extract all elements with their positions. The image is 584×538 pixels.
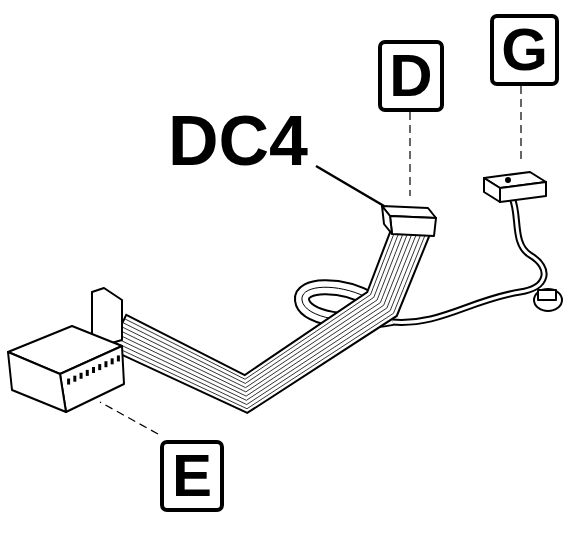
connector-pin bbox=[67, 379, 70, 385]
wire-connector bbox=[538, 290, 556, 300]
connector-body bbox=[390, 216, 436, 236]
switch bbox=[500, 182, 546, 202]
switch bbox=[484, 178, 500, 202]
connector-body bbox=[60, 346, 124, 412]
callout-letter: E bbox=[172, 446, 212, 506]
connector-pin bbox=[92, 367, 95, 373]
ribbon-conductor bbox=[117, 229, 414, 396]
callout-letter: G bbox=[501, 20, 548, 80]
ribbon-conductor bbox=[115, 230, 418, 400]
callout-box: G bbox=[490, 14, 559, 86]
wire-connector bbox=[534, 289, 562, 311]
connector-pin bbox=[98, 364, 101, 370]
connector-body bbox=[8, 352, 66, 412]
part-label: DC4 bbox=[168, 106, 308, 176]
ribbon-cable bbox=[110, 221, 430, 413]
connector-body bbox=[382, 206, 392, 234]
callout-box: E bbox=[160, 440, 224, 512]
ribbon-conductor bbox=[124, 223, 398, 380]
connector-pin bbox=[80, 373, 83, 379]
ribbon-outline bbox=[110, 221, 430, 413]
leader-line bbox=[409, 112, 410, 196]
ribbon-conductor bbox=[123, 224, 403, 383]
ribbon-conductor bbox=[112, 233, 426, 408]
leader-line bbox=[316, 166, 384, 206]
connector-pin bbox=[104, 361, 107, 367]
leader-line bbox=[100, 402, 158, 434]
connector-pin bbox=[73, 376, 76, 382]
connector-pins bbox=[67, 355, 120, 384]
ribbon-conductor bbox=[119, 227, 410, 392]
switch bbox=[506, 178, 510, 182]
callout-box: D bbox=[378, 40, 444, 112]
connector-pin bbox=[86, 370, 89, 376]
leader-line bbox=[520, 86, 521, 160]
ribbon-conductor bbox=[121, 226, 406, 388]
callout-letter: D bbox=[389, 46, 432, 106]
connector-pin bbox=[111, 358, 114, 364]
ribbon-conductor bbox=[113, 232, 421, 405]
connector-pin bbox=[117, 355, 120, 361]
